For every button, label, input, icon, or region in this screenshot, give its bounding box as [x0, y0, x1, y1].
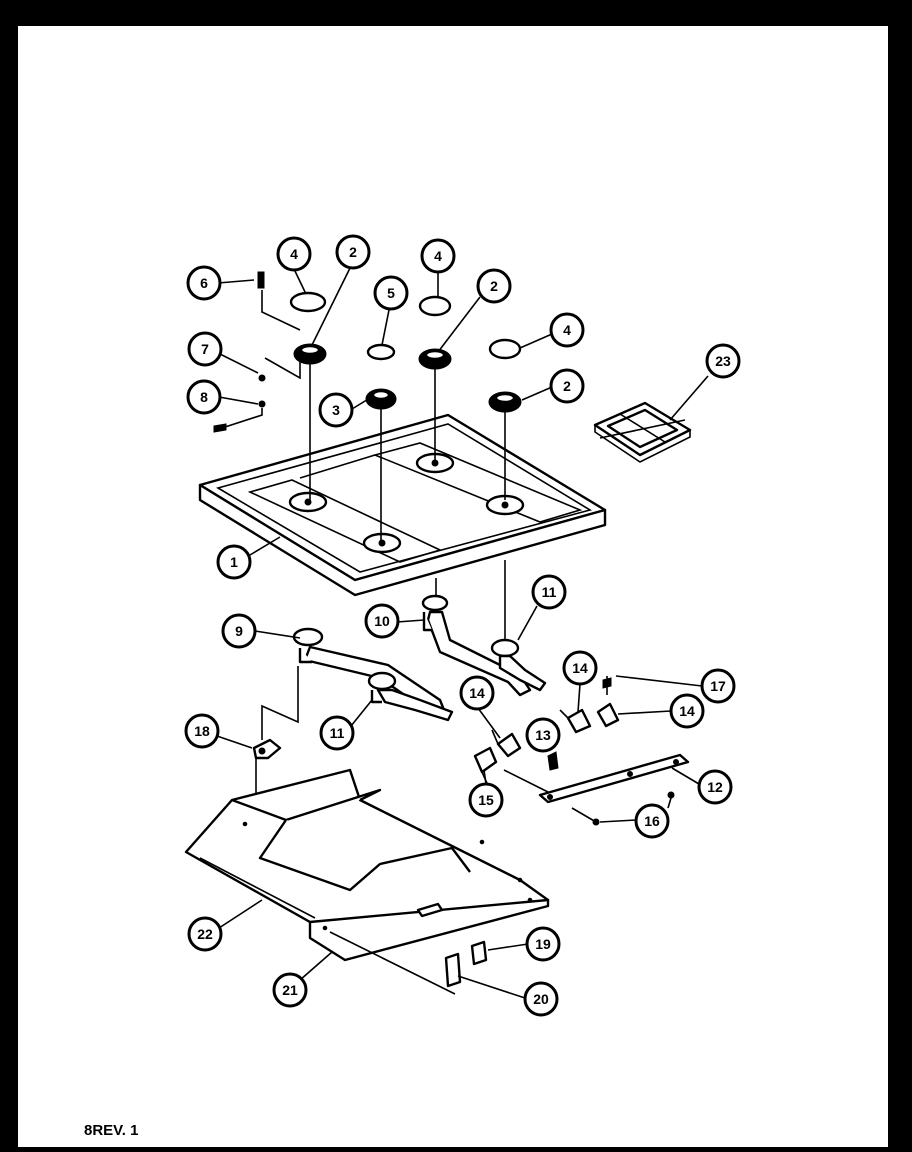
- screw-and-clips: [213, 271, 301, 433]
- callout-15: 15: [468, 782, 504, 818]
- burner-tube-right: [490, 638, 547, 692]
- svg-text:1: 1: [230, 554, 238, 570]
- callout-21: 21: [272, 972, 308, 1008]
- callout-4-b: 4: [420, 238, 456, 274]
- burner-caps: [289, 291, 522, 361]
- callout-11-a: 11: [531, 574, 567, 610]
- svg-text:14: 14: [679, 703, 695, 719]
- svg-text:2: 2: [490, 278, 498, 294]
- svg-text:20: 20: [533, 991, 549, 1007]
- revision-label: 8REV. 1: [84, 1122, 139, 1139]
- svg-text:18: 18: [194, 723, 210, 739]
- leader-lines: [216, 263, 709, 999]
- svg-text:14: 14: [469, 685, 485, 701]
- callout-4-c: 4: [549, 312, 585, 348]
- svg-text:12: 12: [707, 779, 723, 795]
- callout-17: 17: [700, 668, 736, 704]
- svg-text:11: 11: [542, 584, 557, 600]
- svg-text:4: 4: [434, 248, 442, 264]
- callout-1: 1: [216, 544, 252, 580]
- callout-14-a: 14: [562, 650, 598, 686]
- callout-18: 18: [184, 713, 220, 749]
- callout-14-b: 14: [459, 675, 495, 711]
- small-brackets: [329, 931, 488, 995]
- svg-text:3: 3: [332, 402, 340, 418]
- callout-3: 3: [318, 392, 354, 428]
- callout-2-a: 2: [335, 234, 371, 270]
- svg-text:11: 11: [330, 725, 345, 741]
- callout-13: 13: [525, 717, 561, 753]
- svg-text:2: 2: [349, 244, 357, 260]
- svg-text:4: 4: [563, 322, 571, 338]
- callout-11-b: 11: [319, 715, 355, 751]
- callout-4-a: 4: [276, 236, 312, 272]
- svg-text:7: 7: [201, 341, 209, 357]
- callout-23: 23: [705, 343, 741, 379]
- cooktop-main-top: [198, 413, 607, 597]
- svg-text:2: 2: [563, 378, 571, 394]
- burner-tube-center: [421, 594, 532, 697]
- burner-box: [184, 768, 550, 962]
- callout-2-c: 2: [549, 368, 585, 404]
- svg-text:21: 21: [282, 982, 298, 998]
- svg-text:5: 5: [387, 285, 395, 301]
- callout-5: 5: [373, 275, 409, 311]
- callout-14-c: 14: [669, 693, 705, 729]
- burner-tube-front-left: [367, 671, 454, 722]
- svg-text:15: 15: [478, 792, 494, 808]
- svg-text:13: 13: [535, 727, 551, 743]
- burner-guide-lines: [309, 364, 506, 645]
- burner-grate: [593, 401, 692, 463]
- callout-12: 12: [697, 769, 733, 805]
- burner-heads: [293, 343, 522, 413]
- callout-22: 22: [187, 916, 223, 952]
- svg-text:16: 16: [644, 813, 660, 829]
- svg-text:14: 14: [572, 660, 588, 676]
- callout-16: 16: [634, 803, 670, 839]
- svg-text:17: 17: [710, 678, 726, 694]
- callout-2-b: 2: [476, 268, 512, 304]
- svg-text:6: 6: [200, 275, 208, 291]
- callout-19: 19: [525, 926, 561, 962]
- callout-8: 8: [186, 379, 222, 415]
- gas-valves: [473, 676, 620, 793]
- svg-text:19: 19: [535, 936, 551, 952]
- callout-9: 9: [221, 613, 257, 649]
- callout-6: 6: [186, 265, 222, 301]
- callout-7: 7: [187, 331, 223, 367]
- svg-text:10: 10: [374, 613, 390, 629]
- svg-text:8: 8: [200, 389, 208, 405]
- svg-text:9: 9: [235, 623, 243, 639]
- callout-10: 10: [364, 603, 400, 639]
- callout-20: 20: [523, 981, 559, 1017]
- gas-manifold: [538, 753, 690, 826]
- svg-text:22: 22: [197, 926, 213, 942]
- svg-text:4: 4: [290, 246, 298, 262]
- svg-text:23: 23: [715, 353, 731, 369]
